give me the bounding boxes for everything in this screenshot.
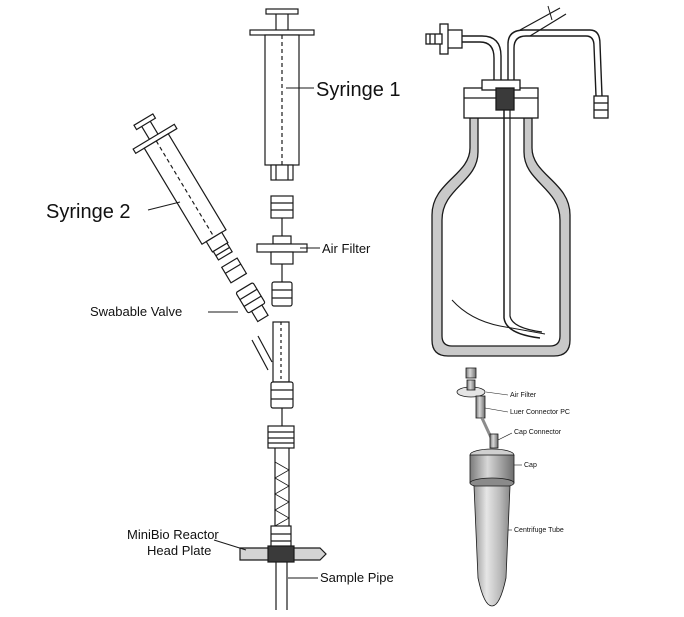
minibio-label-line2: Head Plate: [147, 543, 211, 558]
air-filter-label: Air Filter: [322, 241, 371, 256]
tube-air-filter-label: Air Filter: [510, 392, 537, 399]
luer-connector-label: Luer Connector PC: [510, 409, 570, 416]
centrifuge-tube-assembly: [456, 367, 515, 607]
luer-connector-lower: [267, 381, 295, 449]
syringe-1: [249, 8, 315, 181]
label-leaders: [147, 87, 320, 579]
cap-connector-label: Cap Connector: [514, 429, 562, 436]
syringe-2-label: Syringe 2: [46, 201, 131, 223]
cap-label: Cap: [524, 462, 537, 469]
syringe-2: [132, 113, 269, 323]
air-filter-disc: [256, 235, 308, 282]
minibio-label-line1: MiniBio Reactor: [127, 527, 219, 542]
sampling-tube: [274, 448, 290, 530]
syringe-assembly: [132, 8, 327, 610]
luer-connector-upper: [270, 195, 294, 238]
luer-connector-middle: [271, 281, 293, 307]
tube-label-leaders: [484, 391, 522, 531]
centrifuge-tube-label: Centrifuge Tube: [514, 527, 564, 534]
reservoir-bottle: [425, 5, 609, 357]
sample-pipe-label: Sample Pipe: [320, 570, 394, 585]
y-junction: [251, 321, 290, 383]
syringe-1-label: Syringe 1: [316, 79, 401, 101]
swabable-valve-label: Swabable Valve: [90, 304, 182, 319]
bottle-wall: [431, 117, 571, 357]
minibio-head-plate: [239, 525, 327, 563]
sample-pipe: [275, 562, 288, 610]
